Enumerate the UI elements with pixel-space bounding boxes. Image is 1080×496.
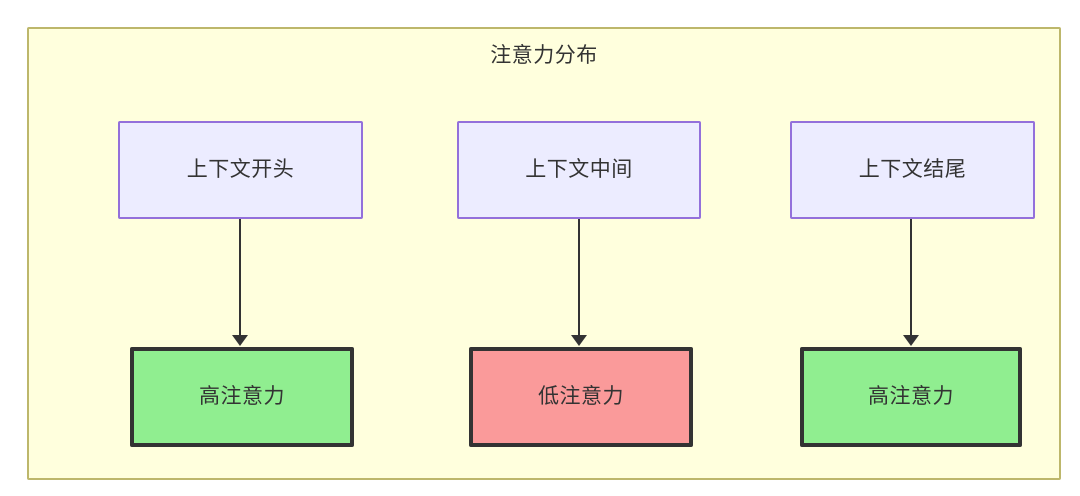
- subgraph-title: 注意力分布: [490, 44, 598, 67]
- edge-context-start-to-high-attention: [239, 219, 241, 336]
- arrowhead-icon: [232, 335, 248, 346]
- arrowhead-icon: [903, 335, 919, 346]
- node-low-attention-middle[interactable]: 低注意力: [469, 347, 693, 447]
- arrowhead-icon: [571, 335, 587, 346]
- node-context-middle[interactable]: 上下文中间: [457, 121, 701, 219]
- attention-distribution-subgraph: 注意力分布 上下文开头 高注意力 上下文中间 低注意力 上下文结尾 高注意力: [27, 27, 1061, 480]
- edge-context-end-to-high-attention: [910, 219, 912, 336]
- node-context-end[interactable]: 上下文结尾: [790, 121, 1035, 219]
- node-high-attention-start[interactable]: 高注意力: [130, 347, 354, 447]
- node-high-attention-end[interactable]: 高注意力: [800, 347, 1022, 447]
- node-context-start[interactable]: 上下文开头: [118, 121, 363, 219]
- edge-context-middle-to-low-attention: [578, 219, 580, 336]
